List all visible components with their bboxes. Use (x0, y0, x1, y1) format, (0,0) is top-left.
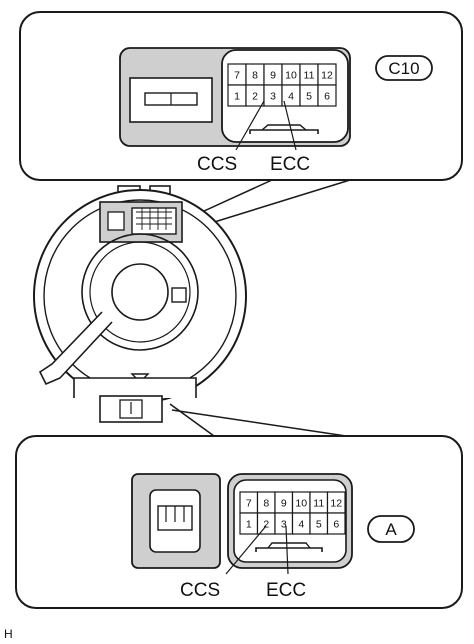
top-pin-number: 9 (270, 70, 276, 82)
top-pin-number: 6 (324, 91, 330, 103)
bottom-pin-number: 7 (246, 498, 252, 510)
top-pin-number: 4 (288, 91, 294, 103)
bottom-connector-code: A (385, 520, 397, 539)
bottom-pin-number: 8 (263, 498, 269, 510)
bottom-pin-number: 11 (313, 498, 324, 510)
top-ccs-label: CCS (197, 154, 237, 175)
bottom-pin-number: 10 (295, 498, 307, 510)
top-pin-number: 5 (306, 91, 312, 103)
top-pin-number: 10 (285, 70, 297, 82)
bottom-pin-number: 9 (281, 498, 287, 510)
top-pin-number: 7 (234, 70, 240, 82)
bottom-pin-number: 3 (281, 519, 287, 531)
top-pin-number: 12 (321, 70, 333, 82)
top-latch-block (129, 77, 213, 123)
bottom-ecc-label: ECC (266, 580, 306, 601)
footer-mark: H (4, 627, 13, 641)
bottom-pin-number: 4 (298, 519, 304, 531)
bottom-ccs-label: CCS (180, 580, 220, 601)
top-ecc-label: ECC (270, 154, 310, 175)
bottom-pin-number: 2 (263, 519, 269, 531)
top-pin-cell (317, 84, 337, 107)
bottom-pin-cell (326, 512, 346, 535)
top-pin-number: 3 (270, 91, 276, 103)
spiral-cable-assembly (33, 185, 247, 423)
top-pin-number: 8 (252, 70, 258, 82)
bottom-pin-number: 6 (333, 519, 339, 531)
top-pin-number: 1 (234, 91, 240, 103)
top-pin-number: 2 (252, 91, 258, 103)
bottom-pin-number: 1 (246, 519, 252, 531)
bottom-pin-number: 5 (316, 519, 322, 531)
top-pin-number: 11 (304, 70, 315, 82)
top-connector-code: C10 (388, 59, 419, 78)
bottom-pin-number: 12 (330, 498, 342, 510)
